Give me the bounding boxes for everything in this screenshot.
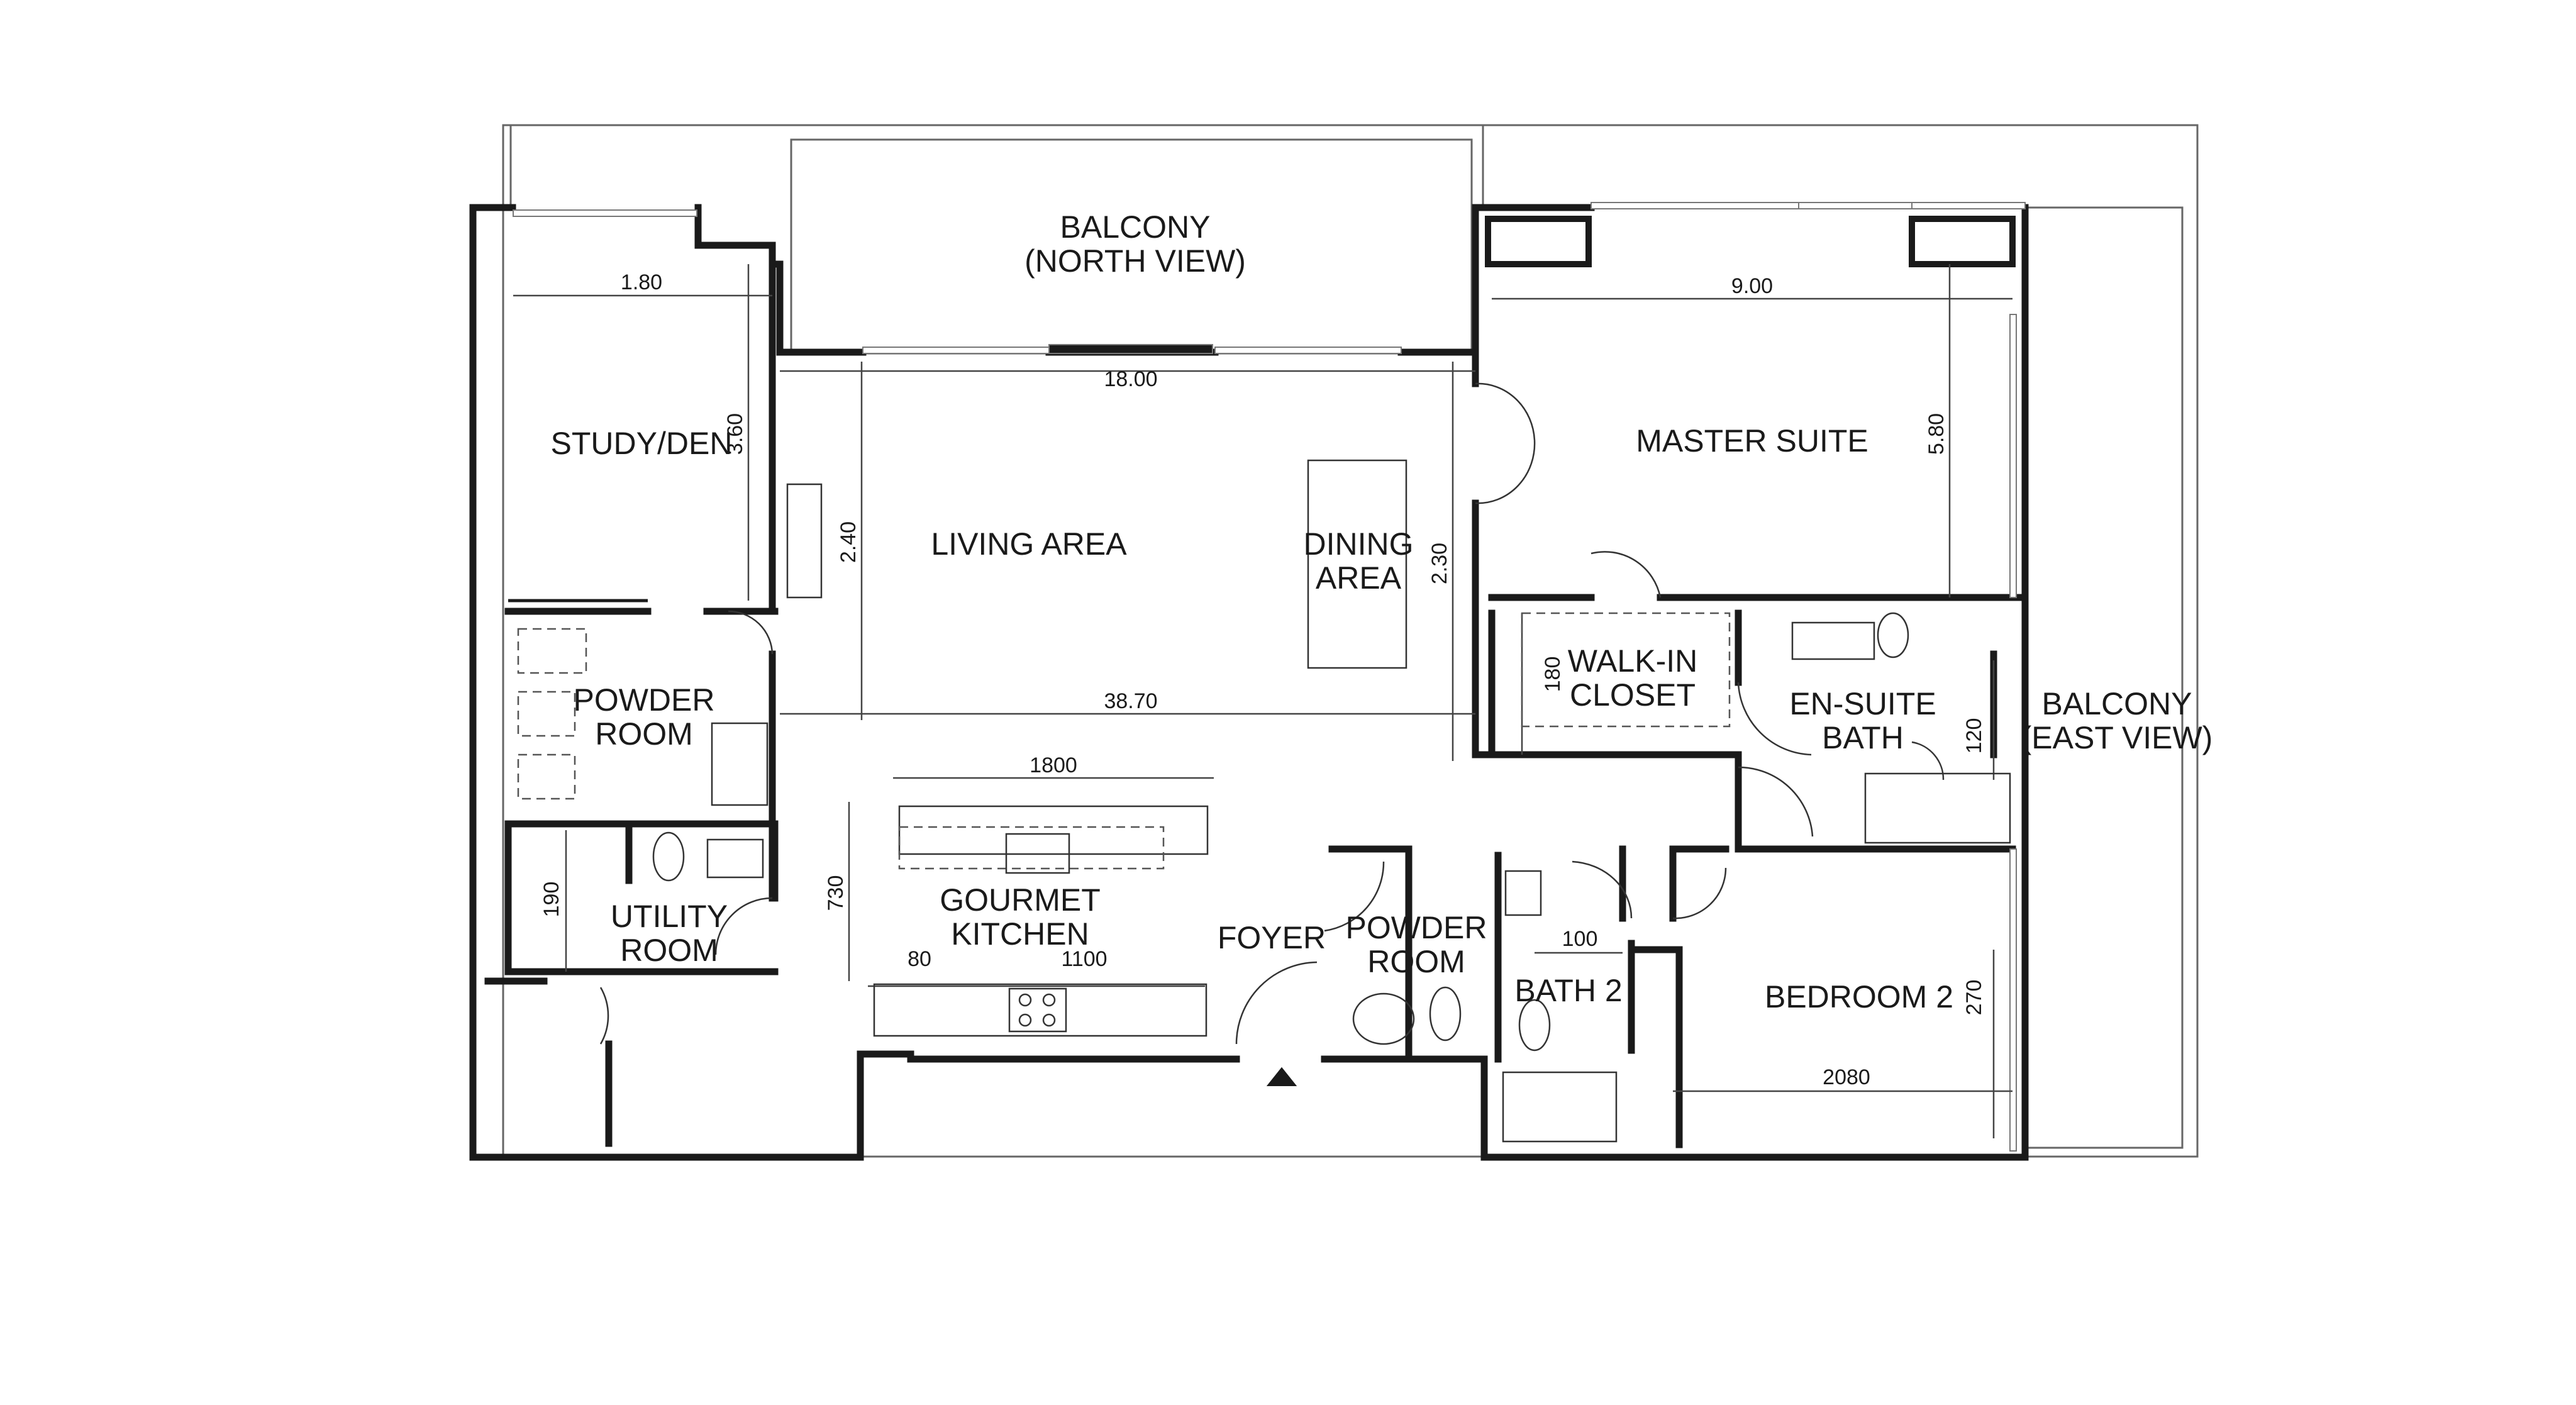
powder-room-left-label: POWDER (574, 682, 715, 718)
balcony-outlines (502, 124, 2199, 1158)
kitchen-label: GOURMET (940, 882, 1101, 918)
powder-room-left-room-label: ROOM (595, 716, 693, 752)
balcony-north-view-label: (NORTH VIEW) (1024, 243, 1246, 279)
ensuite-bath-label: BATH (1822, 720, 1904, 755)
doors (599, 382, 1945, 1045)
gourmet-kitchen-label: KITCHEN (951, 916, 1089, 952)
bedroom2-label: BEDROOM 2 (1765, 979, 1953, 1014)
dim-living-bottom: 38.70 (1104, 689, 1157, 713)
foyer-label: FOYER (1218, 920, 1326, 955)
dim-kitchen-counter: 1100 (1061, 947, 1107, 971)
dining-area-label: AREA (1316, 560, 1402, 596)
walls (469, 204, 2029, 1161)
dim-kitchen-island: 1800 (1030, 753, 1077, 777)
dim-study-depth: 3.60 (723, 413, 747, 455)
dimension-lines (513, 264, 2012, 1138)
dim-kitchen-depth: 730 (824, 875, 848, 911)
fixtures (517, 459, 2011, 1143)
dim-walkin-depth: 180 (1541, 657, 1565, 692)
bath2-label: BATH 2 (1514, 973, 1622, 1008)
walk-in-label: WALK-IN (1568, 643, 1698, 679)
dim-utility-depth: 190 (540, 882, 564, 918)
dim-kitchen-small: 80 (908, 947, 931, 971)
master-suite-label: MASTER SUITE (1636, 423, 1868, 458)
balcony-north-label: BALCONY (1060, 209, 1211, 245)
powder-room-right-room-label: ROOM (1367, 944, 1465, 979)
dim-bath2-width: 100 (1562, 927, 1598, 951)
powder-room-right-label: POWDER (1346, 910, 1487, 945)
dim-living-width: 18.00 (1104, 367, 1157, 391)
dimension-labels: 1.80 3.60 18.00 2.40 2.30 38.70 9.00 5.8… (540, 270, 1986, 1089)
balcony-east-view-label: (EAST VIEW) (2021, 720, 2213, 755)
study-label: STUDY/DEN (551, 426, 733, 461)
utility-label: UTILITY (611, 899, 728, 934)
dim-master-depth: 5.80 (1924, 413, 1948, 455)
dining-label: DINING (1304, 526, 1414, 562)
dim-master-width: 9.00 (1731, 274, 1773, 298)
dim-ensuite-depth: 120 (1962, 718, 1986, 754)
balcony-east-label: BALCONY (2042, 686, 2192, 721)
living-area-label: LIVING AREA (931, 526, 1127, 562)
dim-living-right: 2.30 (1428, 543, 1452, 584)
utility-room-label: ROOM (620, 933, 718, 968)
walk-in-closet-label: CLOSET (1570, 677, 1696, 713)
dim-study-width: 1.80 (621, 270, 662, 294)
dim-bedroom2-width: 2080 (1823, 1065, 1870, 1089)
room-labels: BALCONY (NORTH VIEW) STUDY/DEN LIVING AR… (551, 209, 2213, 1014)
ensuite-label: EN-SUITE (1789, 686, 1936, 721)
windows (513, 202, 2026, 1152)
dim-living-left: 2.40 (836, 521, 860, 563)
dim-bedroom2-depth: 270 (1962, 980, 1986, 1016)
